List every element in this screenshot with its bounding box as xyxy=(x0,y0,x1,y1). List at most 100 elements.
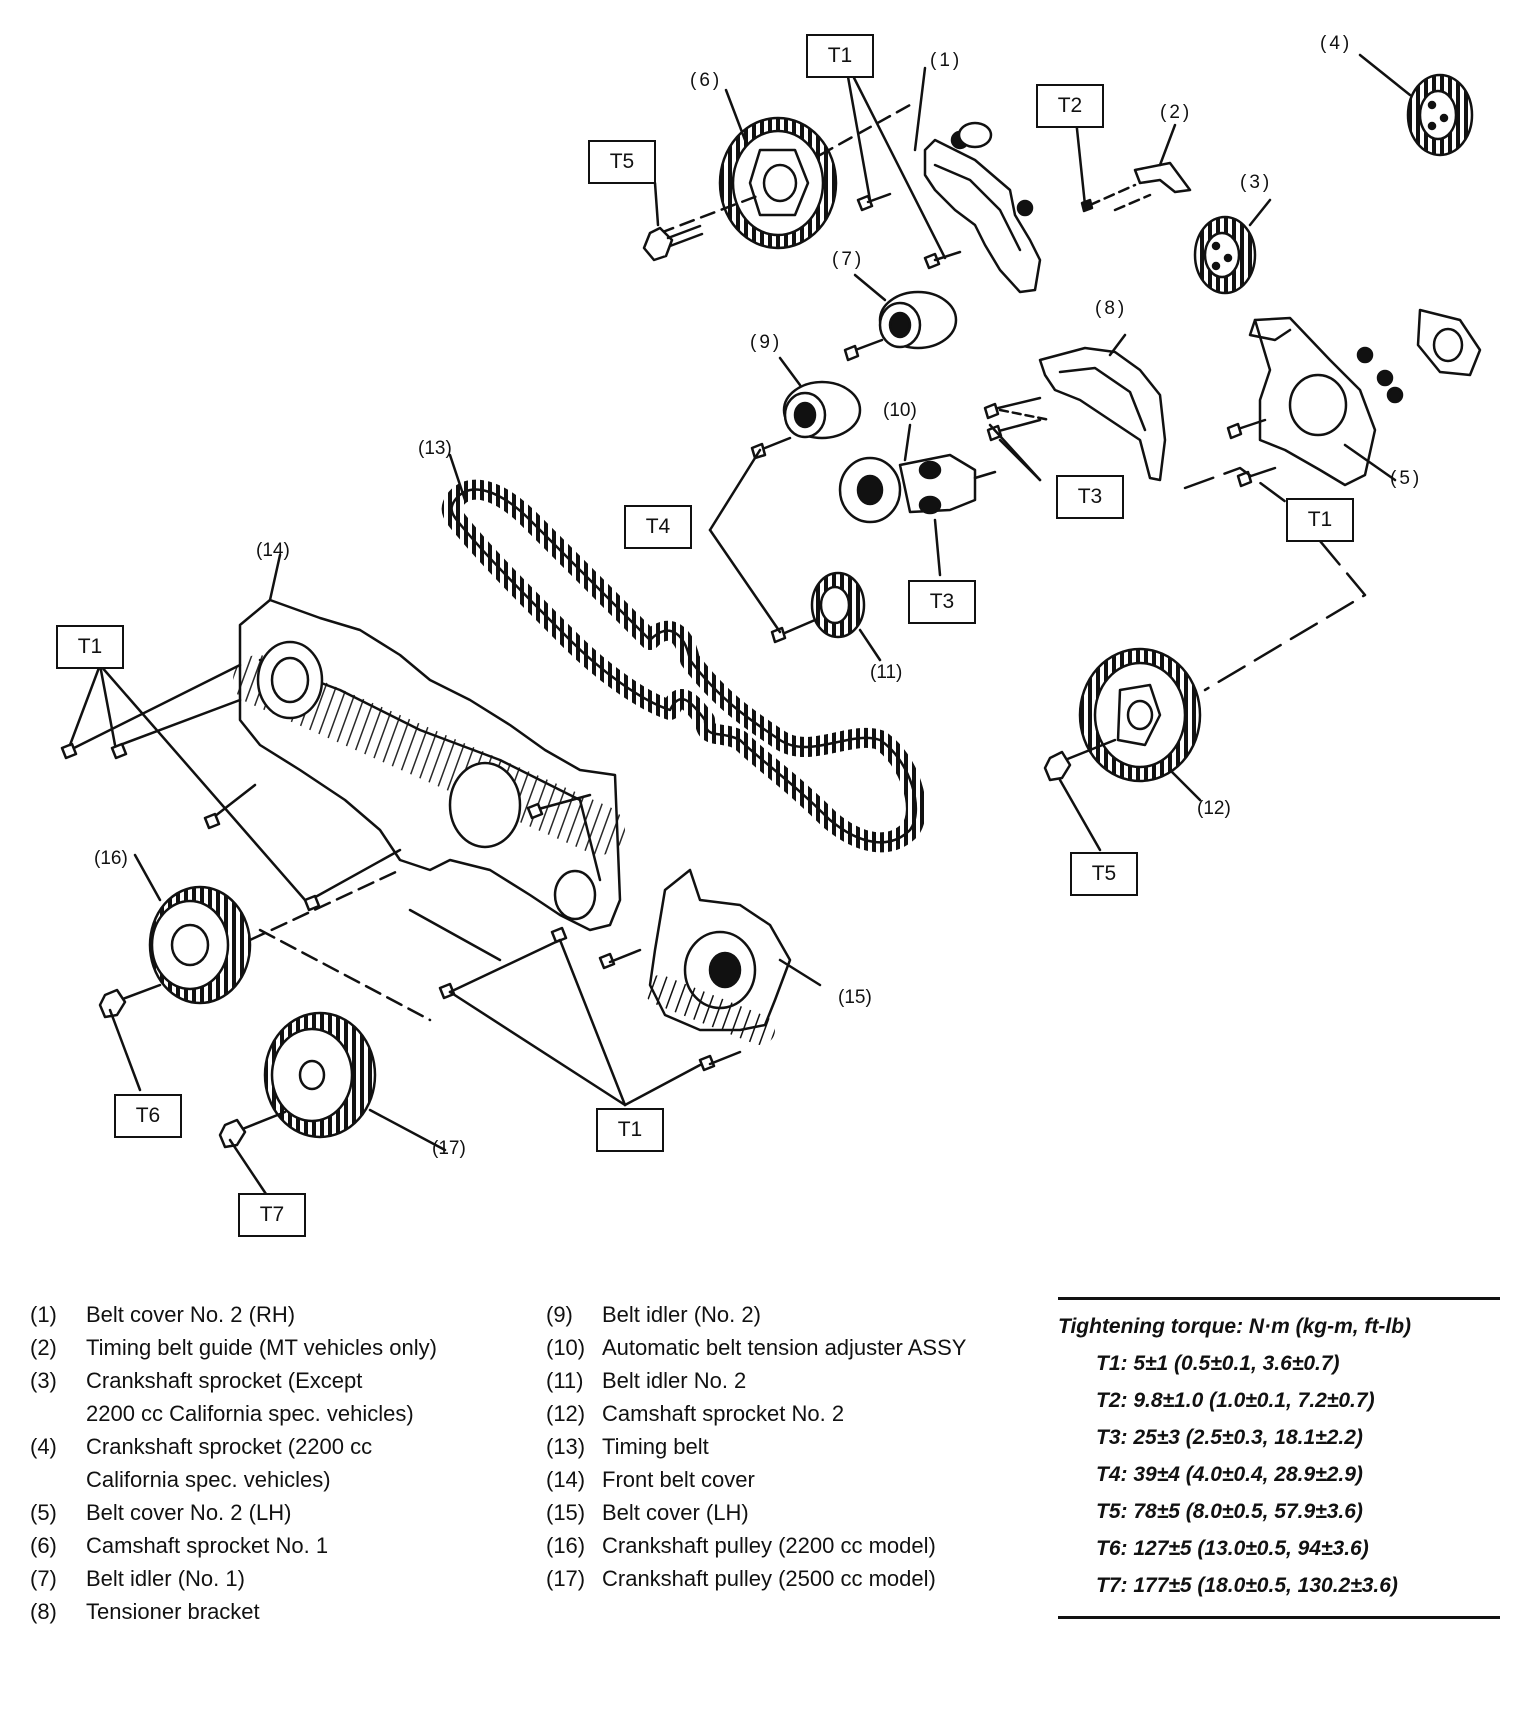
torque-tag-t1-right: T1 xyxy=(1286,498,1354,542)
callout-10: (10) xyxy=(883,400,917,421)
legend-item: (2) Timing belt guide (MT vehicles only) xyxy=(30,1331,476,1364)
legend-number: (5) xyxy=(30,1500,57,1525)
legend-number: (2) xyxy=(30,1335,57,1360)
legend-number: (8) xyxy=(30,1599,57,1624)
torque-tag-t4: T4 xyxy=(624,505,692,549)
callout-16: (16) xyxy=(94,848,128,869)
bolt-t5-upper xyxy=(642,224,704,262)
legend-number: (15) xyxy=(546,1500,586,1525)
torque-tag-t6: T6 xyxy=(114,1094,182,1138)
legend-item: (7) Belt idler (No. 1) xyxy=(30,1562,476,1595)
legend-item: (12) Camshaft sprocket No. 2 xyxy=(546,1397,992,1430)
torque-tag-t5-right: T5 xyxy=(1070,852,1138,896)
legend-number: (9) xyxy=(546,1302,573,1327)
camshaft-sprocket-2 xyxy=(1043,647,1202,783)
legend-item: (8) Tensioner bracket xyxy=(30,1595,476,1628)
torque-row-t5: T5: 78±5 (8.0±0.5, 57.9±3.6) xyxy=(1096,1500,1363,1523)
legend-item: (1) Belt cover No. 2 (RH) xyxy=(30,1298,476,1331)
legend-text: Crankshaft sprocket (2200 cc California … xyxy=(86,1434,373,1492)
legend-item: (13) Timing belt xyxy=(546,1430,992,1463)
torque-table-title: Tightening torque: N·m (kg-m, ft-lb) xyxy=(1058,1315,1412,1338)
legend-text: Tensioner bracket xyxy=(86,1599,260,1624)
legend-item: (11) Belt idler No. 2 xyxy=(546,1364,992,1397)
front-belt-cover xyxy=(233,598,625,932)
callout-1: (1) xyxy=(930,50,963,71)
timing-belt-guide xyxy=(1080,161,1192,213)
callout-4: (4) xyxy=(1320,33,1353,54)
callout-9: (9) xyxy=(750,332,783,353)
torque-tag-t2: T2 xyxy=(1036,84,1104,128)
torque-tag-t5-top: T5 xyxy=(588,140,656,184)
legend-text: Crankshaft pulley (2200 cc model) xyxy=(602,1533,936,1558)
legend-number: (12) xyxy=(546,1401,586,1426)
callout-12: (12) xyxy=(1197,798,1231,819)
torque-row-t2: T2: 9.8±1.0 (1.0±0.1, 7.2±0.7) xyxy=(1096,1389,1375,1412)
torque-tag-t1-bottom: T1 xyxy=(596,1108,664,1152)
legend-number: (7) xyxy=(30,1566,57,1591)
torque-row-t1: T1: 5±1 (0.5±0.1, 3.6±0.7) xyxy=(1096,1352,1340,1375)
crankshaft-pulley-2500 xyxy=(218,1011,377,1149)
callout-13: (13) xyxy=(418,438,452,459)
callout-6: (6) xyxy=(690,70,723,91)
legend-number: (4) xyxy=(30,1434,57,1459)
crankshaft-sprocket-4 xyxy=(1406,73,1474,157)
legend-text: Belt cover No. 2 (RH) xyxy=(86,1302,296,1327)
legend-item: (14) Front belt cover xyxy=(546,1463,992,1496)
legend-item: (4) Crankshaft sprocket (2200 cc Californ… xyxy=(30,1430,476,1496)
legend-number: (16) xyxy=(546,1533,586,1558)
legend-text: Front belt cover xyxy=(602,1467,755,1492)
belt-cover-lh xyxy=(645,868,792,1045)
legend-item: (5) Belt cover No. 2 (LH) xyxy=(30,1496,476,1529)
callout-2: (2) xyxy=(1160,102,1193,123)
legend-number: (13) xyxy=(546,1434,586,1459)
legend-number: (1) xyxy=(30,1302,57,1327)
legend-item: (3)Crankshaft sprocket (Except 2200 cc C… xyxy=(30,1364,476,1430)
torque-tag-t1-left: T1 xyxy=(56,625,124,669)
legend-text: Belt idler (No. 2) xyxy=(602,1302,761,1327)
callout-7: (7) xyxy=(832,249,865,270)
belt-cover-2-lh xyxy=(1226,308,1482,488)
torque-row-t3: T3: 25±3 (2.5±0.3, 18.1±2.2) xyxy=(1096,1426,1363,1449)
legend-text: Belt idler (No. 1) xyxy=(86,1566,245,1591)
callout-15: (15) xyxy=(838,987,872,1008)
legend-item: (9) Belt idler (No. 2) xyxy=(546,1298,992,1331)
torque-row-t7: T7: 177±5 (18.0±0.5, 130.2±3.6) xyxy=(1096,1574,1398,1597)
legend-text: Camshaft sprocket No. 2 xyxy=(602,1401,845,1426)
belt-idler-1 xyxy=(843,290,958,362)
timing-belt xyxy=(441,479,926,853)
legend-text: Timing belt xyxy=(602,1434,709,1459)
legend-item: (10) Automatic belt tension adjuster ASSY xyxy=(546,1331,992,1364)
legend-number: (17) xyxy=(546,1566,586,1591)
torque-row-t4: T4: 39±4 (4.0±0.4, 28.9±2.9) xyxy=(1096,1463,1363,1486)
camshaft-sprocket-1 xyxy=(718,116,838,250)
legend-text: Belt idler No. 2 xyxy=(602,1368,747,1393)
torque-row-t6: T6: 127±5 (13.0±0.5, 94±3.6) xyxy=(1096,1537,1369,1560)
belt-cover-2-rh xyxy=(923,121,1042,294)
legend-text: Camshaft sprocket No. 1 xyxy=(86,1533,329,1558)
torque-tag-t1-top: T1 xyxy=(806,34,874,78)
legend-text: Belt cover No. 2 (LH) xyxy=(86,1500,292,1525)
crankshaft-sprocket-3 xyxy=(1193,215,1257,295)
legend-item: (16) Crankshaft pulley (2200 cc model) xyxy=(546,1529,992,1562)
timing-belt-exploded-diagram xyxy=(60,53,1482,1202)
torque-tag-t3-right: T3 xyxy=(1056,475,1124,519)
crankshaft-pulley-2200 xyxy=(98,885,252,1019)
legend-number: (10) xyxy=(546,1335,586,1360)
torque-tag-t7: T7 xyxy=(238,1193,306,1237)
legend-item: (6)Camshaft sprocket No. 1 xyxy=(30,1529,476,1562)
parts-legend-left: (1) Belt cover No. 2 (RH) (2) Timing belt … xyxy=(30,1298,476,1628)
parts-legend-middle: (9) Belt idler (No. 2) (10) Automatic belt… xyxy=(546,1298,992,1595)
legend-text: Belt cover (LH) xyxy=(602,1500,749,1525)
belt-idler-11 xyxy=(770,571,866,644)
callout-8: (8) xyxy=(1095,298,1128,319)
tightening-torque-table: Tightening torque: N·m (kg-m, ft-lb) T1:… xyxy=(1058,1297,1500,1619)
legend-text: Automatic belt tension adjuster ASSY xyxy=(602,1335,967,1360)
callout-3: (3) xyxy=(1240,172,1273,193)
tensioner-bracket xyxy=(983,346,1167,482)
legend-number: (11) xyxy=(546,1368,584,1393)
torque-tag-t3-lower: T3 xyxy=(908,580,976,624)
legend-text: Crankshaft sprocket (Except 2200 cc Cali… xyxy=(86,1368,414,1426)
legend-text: Timing belt guide (MT vehicles only) xyxy=(86,1335,437,1360)
legend-number: (14) xyxy=(546,1467,586,1492)
auto-belt-tension-adjuster xyxy=(838,453,997,524)
